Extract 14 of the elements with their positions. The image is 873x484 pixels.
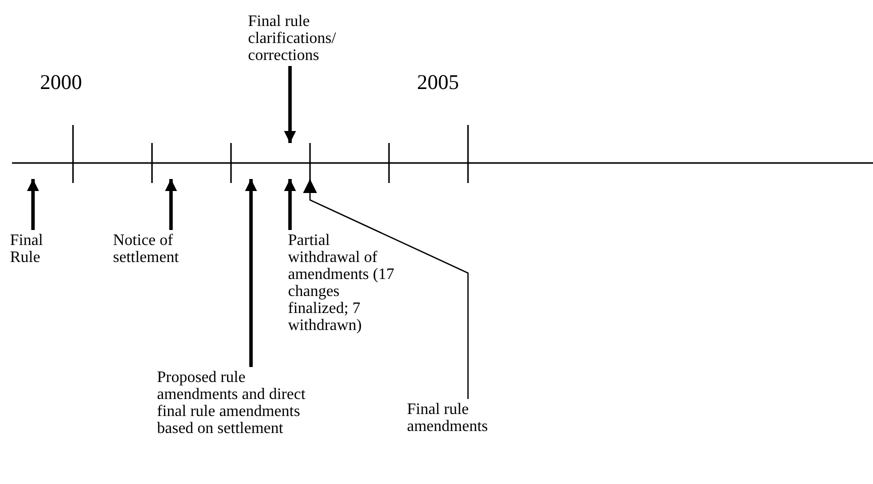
event-label: Final rule clarifications/ corrections bbox=[248, 13, 358, 64]
event-label: Final Rule bbox=[10, 232, 60, 266]
event-label: Final rule amendments bbox=[407, 401, 507, 435]
arrow bbox=[284, 66, 296, 143]
arrow bbox=[284, 179, 296, 230]
arrow bbox=[245, 179, 257, 367]
event-label: Partial withdrawal of amendments (17 changes finalized; 7 withdrawn) bbox=[288, 232, 396, 334]
arrow bbox=[303, 179, 469, 399]
year-label: 2005 bbox=[417, 70, 459, 94]
event-label: Proposed rule amendments and direct final rule amendments based on settlement bbox=[157, 369, 307, 437]
year-label: 2000 bbox=[40, 70, 82, 94]
event-label: Notice of settlement bbox=[113, 232, 203, 266]
arrow bbox=[165, 179, 177, 230]
arrow bbox=[27, 179, 39, 230]
